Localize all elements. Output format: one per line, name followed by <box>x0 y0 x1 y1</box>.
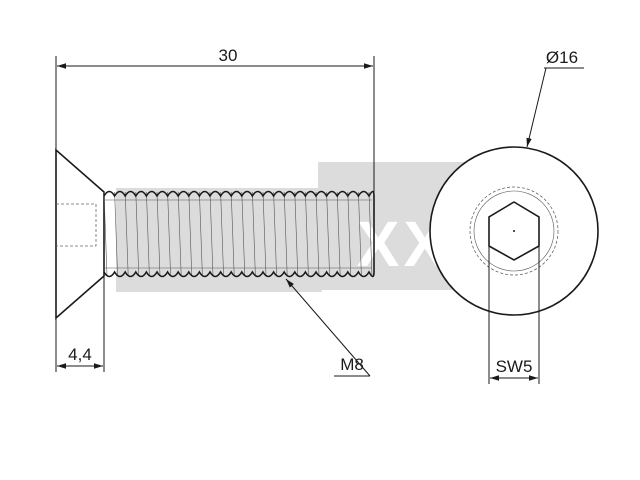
thread-flank <box>336 191 341 277</box>
thread-callout: M8 <box>285 278 371 377</box>
thread-flank <box>294 191 299 277</box>
thread-flank <box>177 191 182 277</box>
thread-flank <box>135 191 140 277</box>
thread-flank <box>230 191 235 277</box>
hex-socket <box>488 201 540 261</box>
screw-end-view <box>429 146 599 316</box>
screw-side-view <box>55 148 375 320</box>
thread-flank <box>347 191 352 277</box>
length-dimension: 30 <box>55 46 375 194</box>
thread-flank <box>103 191 108 277</box>
thread-flank <box>220 191 224 277</box>
thread-flank <box>273 191 277 277</box>
thread-major-bottom <box>103 270 375 278</box>
center-mark <box>513 230 515 232</box>
hex-socket-hidden-lines <box>56 203 97 247</box>
thread-label: M8 <box>340 355 364 374</box>
socket-counterbore-circle <box>469 186 559 276</box>
thread-flank <box>156 191 161 277</box>
screw-head <box>55 148 105 320</box>
thread-flank <box>124 191 129 277</box>
thread-flank <box>262 191 267 277</box>
diameter-callout: Ø16 <box>526 48 584 148</box>
thread-major-top <box>103 190 375 198</box>
diameter-leader-line <box>526 67 547 148</box>
head-height-label: 4,4 <box>68 345 92 364</box>
thread-flank <box>283 191 288 277</box>
thread-flank <box>305 191 309 277</box>
diameter-label: Ø16 <box>546 48 578 67</box>
thread-flank <box>167 191 171 277</box>
thread-flank <box>368 191 373 277</box>
head-height-dimension: 4,4 <box>55 276 105 372</box>
thread-flank <box>241 191 246 277</box>
thread-flank <box>114 191 118 277</box>
length-label: 30 <box>219 46 238 65</box>
thread-flank <box>209 191 214 277</box>
socket-inner-circle <box>473 190 555 272</box>
thread-flank <box>252 191 256 277</box>
thread-flank <box>326 191 330 277</box>
thread-crests <box>103 190 375 278</box>
thread-flank <box>146 191 150 277</box>
thread-flank <box>199 191 203 277</box>
thread-flank <box>188 191 193 277</box>
thread-leader-line <box>285 278 371 377</box>
wrench-size-dimension: SW5 <box>488 246 540 384</box>
thread-flank <box>315 191 320 277</box>
thread-flank <box>358 191 362 277</box>
wrench-size-label: SW5 <box>496 357 533 376</box>
